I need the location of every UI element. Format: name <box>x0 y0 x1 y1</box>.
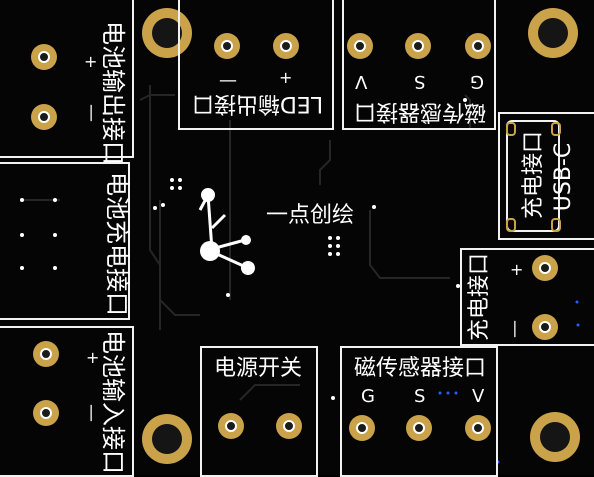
usb-mount-pad <box>506 122 516 136</box>
trace <box>464 94 471 130</box>
logo-text: 一点创绘 <box>266 203 355 228</box>
trace <box>319 140 331 185</box>
charge-plus-sign: + <box>510 260 524 279</box>
mag-bottom-g-pad <box>349 415 375 441</box>
mag-top-s-pad <box>405 33 431 59</box>
battery-input-plus-sign: + <box>86 348 100 367</box>
battery-input-plus-pad <box>33 341 59 367</box>
via <box>53 266 57 270</box>
battery-output-minus-pad <box>31 104 57 130</box>
battery-output-plus-sign: + <box>84 52 98 71</box>
charge-port-label: 充电接口 <box>467 253 492 342</box>
usb-c-connector-outline <box>506 120 560 232</box>
usb-mount-pad <box>506 218 516 232</box>
battery-output-plus-pad <box>31 44 57 70</box>
mag-top-g-pad <box>465 33 491 59</box>
charge-port-box <box>460 248 594 346</box>
mounting-hole-top-right <box>528 8 578 58</box>
logo-line <box>206 194 214 251</box>
via <box>20 198 24 202</box>
battery-input-label: 电池输入接口 <box>99 330 127 474</box>
mag-bottom-g-label: G <box>361 386 375 407</box>
led-minus-sign: — <box>219 70 237 91</box>
trace <box>239 384 300 401</box>
mag-sensor-top-box <box>342 0 496 130</box>
via <box>20 266 24 270</box>
battery-input-minus-pad <box>33 400 59 426</box>
power-switch-pad-2 <box>276 413 302 439</box>
charge-minus-pad <box>532 314 558 340</box>
via <box>53 198 57 202</box>
mag-bottom-s-pad <box>406 415 432 441</box>
mounting-hole-top-left <box>142 8 192 58</box>
logo-line <box>210 213 227 230</box>
power-switch-label: 电源开关 <box>214 356 303 381</box>
via <box>20 233 24 237</box>
usb-charge-box <box>498 112 594 240</box>
led-plus-pad <box>273 33 299 59</box>
trace <box>159 200 200 316</box>
battery-output-box <box>0 0 134 158</box>
mounting-hole-bottom-left <box>142 414 192 464</box>
battery-input-minus-sign: — <box>81 404 102 422</box>
charge-minus-sign: — <box>504 320 525 338</box>
led-minus-pad <box>214 33 240 59</box>
logo-node <box>200 241 220 261</box>
logo-node <box>241 261 255 275</box>
mag-bottom-v-label: V <box>472 386 485 407</box>
mag-bottom-v-pad <box>465 415 491 441</box>
via <box>53 233 57 237</box>
power-switch-pad-1 <box>218 413 244 439</box>
charge-plus-pad <box>532 255 558 281</box>
usb-mount-pad <box>551 122 561 136</box>
mag-bottom-s-label: S <box>414 386 426 407</box>
battery-charge-box <box>0 162 130 320</box>
led-output-box <box>178 0 334 130</box>
logo-node <box>201 188 215 202</box>
mag-top-v-pad <box>347 33 373 59</box>
usb-mount-pad <box>551 218 561 232</box>
logo-node <box>241 235 251 245</box>
led-plus-sign: + <box>279 68 293 87</box>
mag-sensor-bottom-label: 磁传感器接口 <box>354 356 487 381</box>
mounting-hole-bottom-right <box>530 412 580 462</box>
trace <box>369 210 450 279</box>
